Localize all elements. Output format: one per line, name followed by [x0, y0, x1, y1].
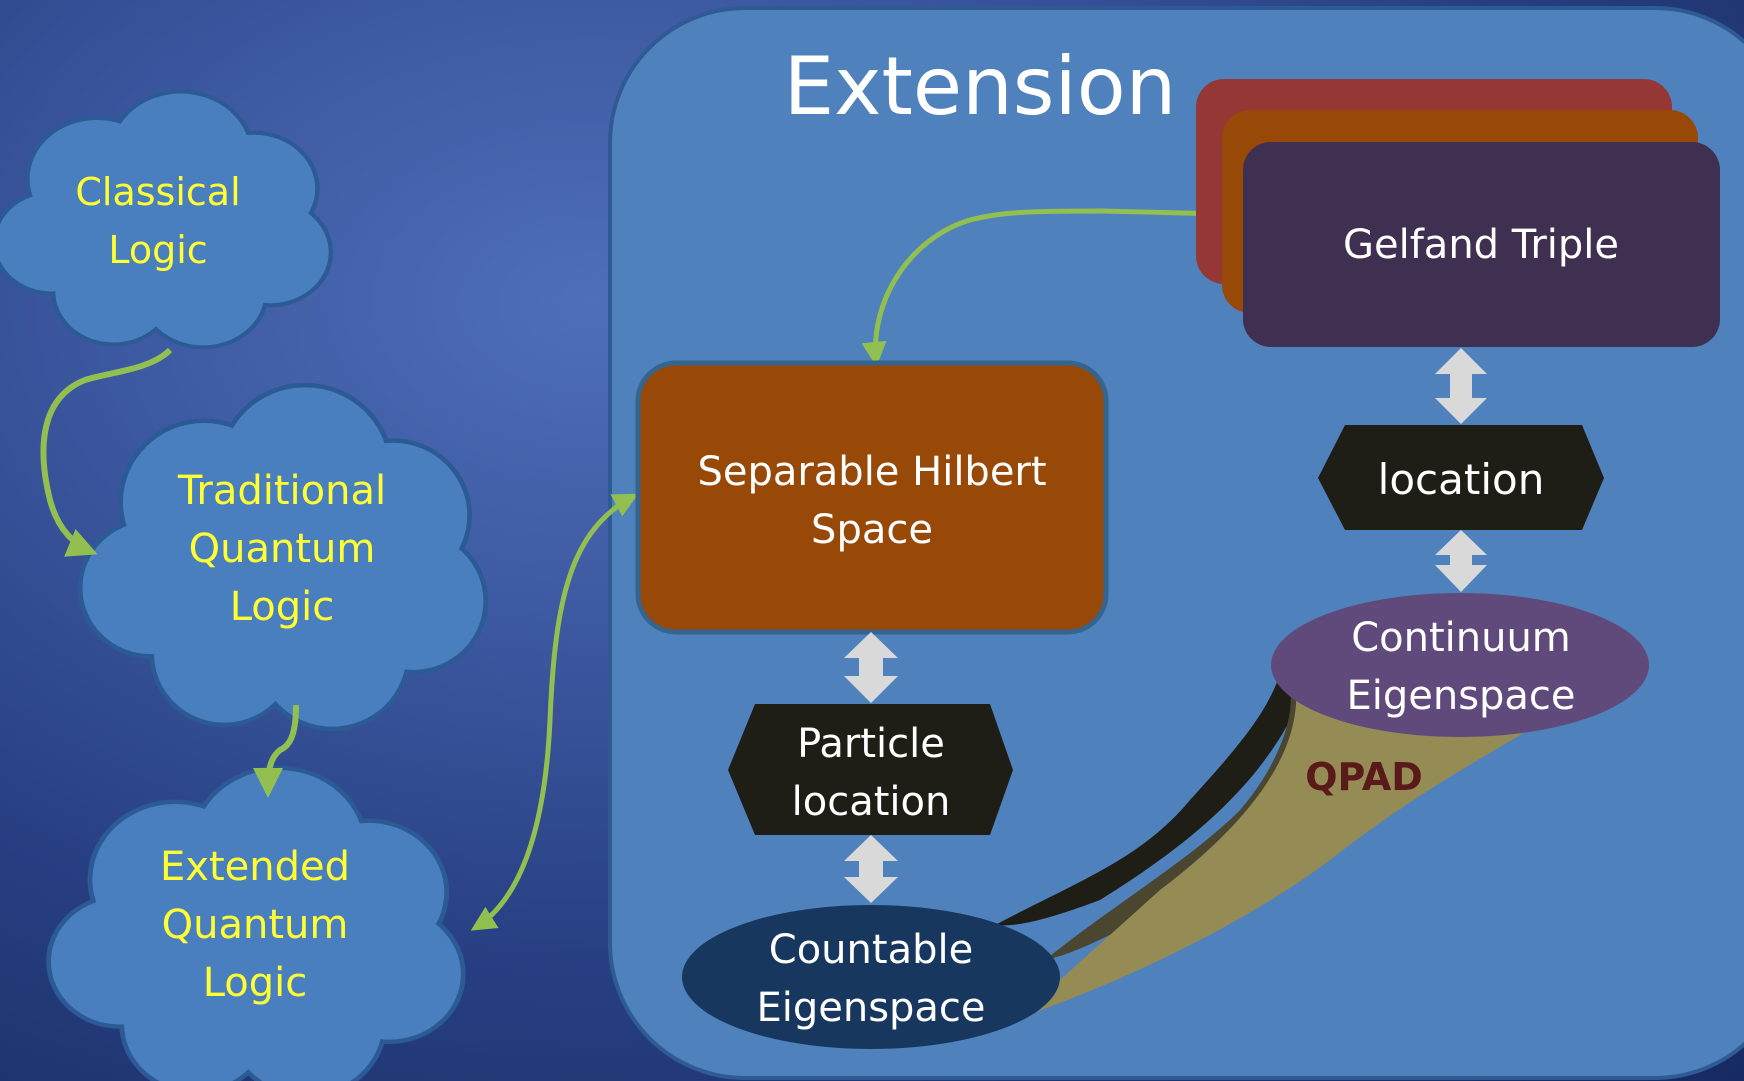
location-label: location: [1378, 455, 1545, 504]
hilbert-label-2: Space: [811, 507, 933, 553]
qpad-shape: QPAD: [995, 650, 1545, 1018]
countable-eigenspace-ellipse: Countable Eigenspace: [682, 905, 1060, 1049]
cloud-extended-label-1: Extended: [160, 844, 350, 890]
countable-label-2: Eigenspace: [756, 985, 985, 1031]
cloud-traditional-label-2: Quantum: [189, 526, 376, 572]
continuum-label-2: Eigenspace: [1346, 673, 1575, 719]
cloud-classical-label-2: Logic: [108, 228, 207, 272]
cloud-extended-quantum-logic: Extended Quantum Logic: [51, 770, 461, 1081]
cloud-extended-label-3: Logic: [203, 960, 308, 1006]
arrow-classical-to-traditional: [40, 347, 173, 557]
arrow-hilbert-gelfand-bidirectional: [861, 201, 1230, 367]
gray-double-arrow-gelfand-location: [1435, 348, 1487, 424]
cloud-extended-label-2: Quantum: [162, 902, 349, 948]
cloud-traditional-label-3: Logic: [230, 584, 335, 630]
qpad-label: QPAD: [1305, 755, 1423, 799]
extension-title: Extension: [784, 40, 1177, 133]
gray-double-arrow-particle-countable: [844, 835, 898, 903]
cloud-classical-label-1: Classical: [75, 170, 240, 214]
qpad-wedge-back: [995, 650, 1300, 926]
gelfand-triple-box: [1243, 142, 1720, 347]
gray-double-arrow-location-continuum: [1435, 530, 1487, 592]
cloud-classical-logic: Classical Logic: [0, 94, 329, 346]
particle-label-2: location: [792, 779, 951, 825]
hilbert-label-1: Separable Hilbert: [697, 449, 1046, 495]
gray-double-arrow-hilbert-particle: [844, 632, 898, 703]
separable-hilbert-space-box: Separable Hilbert Space: [635, 360, 1109, 635]
cloud-traditional-quantum-logic: Traditional Quantum Logic: [83, 387, 484, 726]
particle-label-1: Particle: [797, 721, 945, 767]
continuum-label-1: Continuum: [1351, 615, 1571, 661]
gelfand-triple-stack: Gelfand Triple: [1196, 79, 1720, 347]
continuum-eigenspace-ellipse: Continuum Eigenspace: [1271, 593, 1649, 737]
arrow-traditional-to-extended: [253, 704, 299, 798]
countable-label-1: Countable: [769, 927, 973, 973]
cloud-traditional-label-1: Traditional: [177, 468, 386, 514]
particle-location-hexagon: Particle location: [728, 704, 1013, 835]
gelfand-triple-label: Gelfand Triple: [1343, 222, 1619, 268]
location-hexagon: location: [1318, 425, 1604, 530]
qpad-wedge-front: [1018, 690, 1545, 1018]
arrow-extended-hilbert-bidirectional: [470, 493, 639, 931]
